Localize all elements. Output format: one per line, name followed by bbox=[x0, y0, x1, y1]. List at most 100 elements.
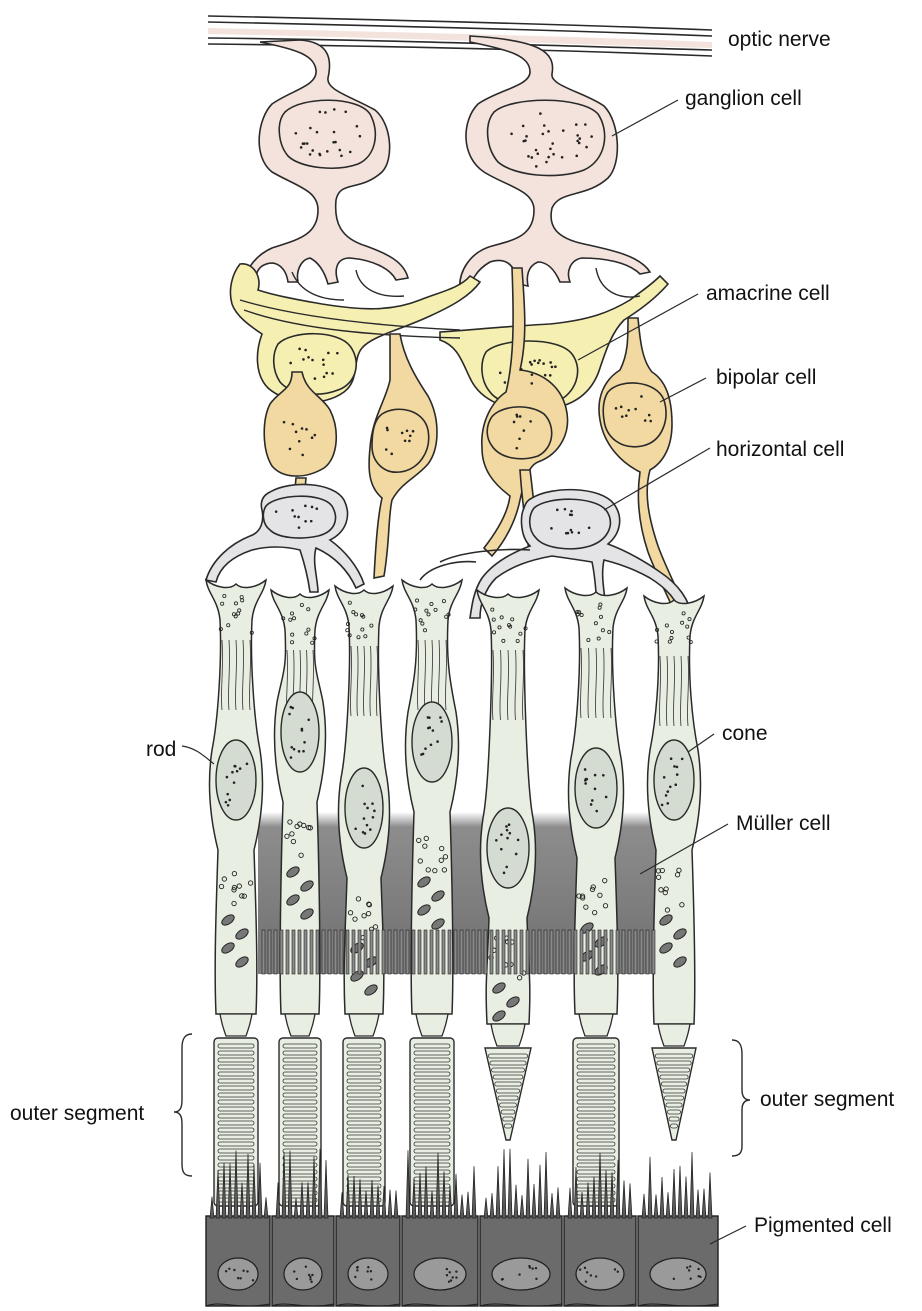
microvillus bbox=[490, 930, 493, 974]
horizontal-cell-left bbox=[206, 484, 364, 592]
pigment-nucleus-dot bbox=[309, 1278, 311, 1280]
bipolar-nucleus-dot bbox=[523, 429, 526, 432]
label-optic-nerve: optic nerve bbox=[728, 28, 831, 51]
pigment-nucleus-dot bbox=[356, 1269, 358, 1271]
bipolar-nucleus-dot bbox=[298, 440, 301, 443]
bipolar-nucleus-dot bbox=[621, 415, 624, 418]
pigment-nucleus-dot bbox=[450, 1279, 452, 1281]
rod-chromatin-dot bbox=[288, 713, 291, 716]
amacrine-nucleus-dot bbox=[327, 352, 330, 355]
amacrine-nucleus-dot bbox=[322, 363, 325, 366]
label-ganglion-cell: ganglion cell bbox=[685, 87, 802, 110]
rod-nucleus bbox=[281, 692, 319, 772]
ganglion-nucleus-dot bbox=[339, 149, 342, 152]
microvillus bbox=[310, 930, 313, 974]
bipolar-nucleus-dot bbox=[401, 432, 404, 435]
ganglion-nucleus-dot bbox=[306, 142, 309, 145]
pigment-nucleus-dot bbox=[233, 1269, 235, 1271]
pigment-nucleus-dot bbox=[586, 1271, 588, 1273]
cone-chromatin-dot bbox=[505, 866, 508, 869]
microvillus bbox=[322, 930, 325, 974]
rod-nucleus bbox=[216, 740, 256, 820]
microvillus bbox=[556, 930, 559, 974]
amacrine-nucleus-dot bbox=[322, 358, 325, 361]
amacrine-nucleus-dot bbox=[331, 372, 334, 375]
amacrine-nucleus-dot bbox=[530, 363, 533, 366]
pigment-nucleus-dot bbox=[225, 1270, 227, 1272]
ganglion-nucleus-dot bbox=[578, 137, 581, 140]
amacrine-nucleus-dot bbox=[531, 373, 534, 376]
pigment-process bbox=[666, 1192, 670, 1218]
amacrine-nucleus-dot bbox=[542, 362, 545, 365]
pigment-process bbox=[690, 1152, 694, 1218]
cone-outer-segment bbox=[652, 1048, 696, 1140]
bipolar-nucleus-dot bbox=[301, 454, 304, 457]
microvillus bbox=[382, 930, 385, 974]
rod-chromatin-dot bbox=[227, 804, 230, 807]
rod-chromatin-dot bbox=[228, 799, 231, 802]
cone-chromatin-dot bbox=[509, 832, 512, 835]
amacrine-nucleus-dot bbox=[544, 374, 547, 377]
microvillus bbox=[532, 930, 535, 974]
rod-chromatin-dot bbox=[584, 782, 587, 785]
pigment-nucleus-dot bbox=[309, 1276, 311, 1278]
horizontal-nucleus-dot bbox=[570, 514, 573, 517]
cone-chromatin-dot bbox=[505, 825, 508, 828]
cone-outer-segment bbox=[485, 1048, 531, 1140]
cone-chromatin-dot bbox=[669, 785, 672, 788]
ganglion-nucleus-dot bbox=[333, 131, 336, 134]
ganglion-nucleus-dot bbox=[344, 110, 347, 113]
bipolar-nucleus-dot bbox=[644, 419, 647, 422]
bipolar-nucleus-dot bbox=[634, 408, 637, 411]
horizontal-nucleus-dot bbox=[565, 532, 568, 535]
rod-chromatin-dot bbox=[602, 774, 605, 777]
rod-chromatin-dot bbox=[585, 778, 588, 781]
rod-chromatin-dot bbox=[595, 810, 598, 813]
rod-cilium bbox=[416, 1014, 448, 1036]
bipolar-nucleus-dot bbox=[649, 420, 652, 423]
rod-chromatin-dot bbox=[298, 750, 301, 753]
leader-ganglion bbox=[612, 100, 678, 136]
cone-chromatin-dot bbox=[508, 823, 511, 826]
bipolar-nucleus-dot bbox=[513, 421, 516, 424]
microvillus bbox=[616, 930, 619, 974]
rod-chromatin-dot bbox=[307, 718, 310, 721]
pigment-nucleus-dot bbox=[697, 1268, 699, 1270]
bipolar-cell-2 bbox=[369, 334, 437, 578]
rod-cilium bbox=[285, 1014, 315, 1036]
label-muller-cell: Müller cell bbox=[736, 812, 831, 835]
pigment-nucleus-dot bbox=[501, 1278, 503, 1280]
bipolar-nucleus-dot bbox=[311, 436, 314, 439]
pigment-nucleus-dot bbox=[366, 1270, 368, 1272]
microvillus bbox=[622, 930, 625, 974]
microvillus bbox=[286, 930, 289, 974]
ganglion-nucleus-dot bbox=[576, 134, 579, 137]
bipolar-nucleus-dot bbox=[648, 414, 651, 417]
rod-chromatin-dot bbox=[363, 817, 366, 820]
pigment-process bbox=[472, 1166, 476, 1218]
pigment-nucleus-dot bbox=[455, 1276, 457, 1278]
label-outer-segment-left: outer segment bbox=[10, 1102, 144, 1125]
microvillus bbox=[280, 930, 283, 974]
bipolar-nucleus-dot bbox=[406, 430, 409, 433]
microvillus bbox=[430, 930, 433, 974]
pigment-process bbox=[532, 1184, 536, 1218]
rod-chromatin-dot bbox=[366, 824, 369, 827]
amacrine-nucleus-dot bbox=[554, 365, 557, 368]
horizontal-nucleus-dot bbox=[297, 516, 300, 519]
cone-chromatin-dot bbox=[666, 790, 669, 793]
cone-chromatin-dot bbox=[670, 757, 673, 760]
rod-nucleus bbox=[575, 748, 617, 828]
pigment-nucleus-dot bbox=[305, 1265, 307, 1267]
amacrine-nucleus-dot bbox=[549, 374, 552, 377]
microvillus bbox=[460, 930, 463, 974]
ganglion-nucleus-dot bbox=[359, 135, 362, 138]
microvillus bbox=[370, 930, 373, 974]
bipolar-nucleus-dot bbox=[390, 453, 393, 456]
bipolar-nucleus-dot bbox=[409, 434, 412, 437]
ganglion-nucleus-dot bbox=[302, 142, 305, 145]
pigment-nucleus-dot bbox=[528, 1265, 530, 1267]
rod-chromatin-dot bbox=[293, 748, 296, 751]
pigment-nucleus-dot bbox=[673, 1278, 675, 1280]
pigment-process bbox=[264, 1197, 268, 1218]
